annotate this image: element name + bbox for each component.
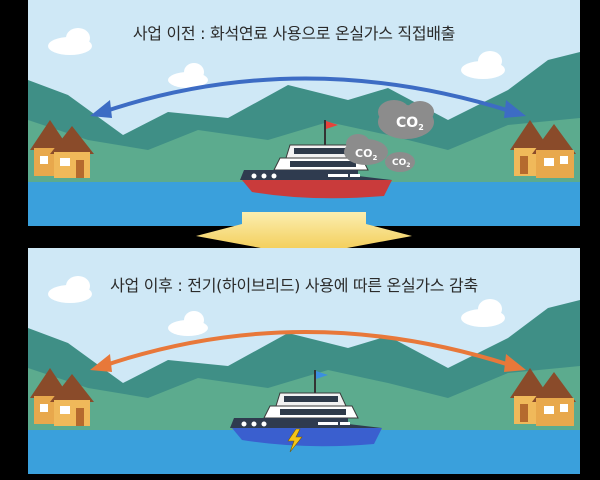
ship-hull [232,428,382,447]
scene-after [28,248,580,474]
co2-label: CO2 [396,115,424,132]
panel-after: 사업 이후 : 전기(하이브리드) 사용에 따른 온실가스 감축 [28,248,580,474]
arrow-head-left [90,100,112,118]
lightning-bolt-icon [287,428,303,453]
scene-before: CO2 CO2 CO2 [28,0,580,226]
house-icon [510,368,576,426]
caption-before: 사업 이전 : 화석연료 사용으로 온실가스 직접배출 [132,24,456,43]
round-trip-arrow [102,76,514,114]
cloud [168,63,208,88]
round-trip-arrow [102,330,514,368]
panel-before: CO2 CO2 CO2 사업 이전 : 화석연료 사용으로 온실가스 직접배출 [28,0,580,226]
arrow-head-right [504,100,526,118]
cloud [48,276,92,303]
caption-after: 사업 이후 : 전기(하이브리드) 사용에 따른 온실가스 감축 [110,276,478,295]
co2-label: CO2 [355,147,377,162]
co2-cloud-icon [385,152,415,172]
house-icon [510,120,576,178]
cloud [168,311,208,336]
ship-hull [242,180,392,199]
arrow-head-left [90,354,112,372]
cloud [461,299,505,327]
ship-icon [230,370,382,453]
co2-label: CO2 [392,158,410,169]
flag-icon [326,121,338,129]
house-icon [30,120,94,178]
cloud [48,28,92,55]
co2-cloud-icon [344,134,388,165]
house-icon [30,368,94,426]
flag-icon [316,371,328,379]
co2-cloud-icon [378,100,434,139]
transition-arrow [196,212,412,256]
cloud [461,51,505,79]
arrow-head-right [504,354,526,372]
